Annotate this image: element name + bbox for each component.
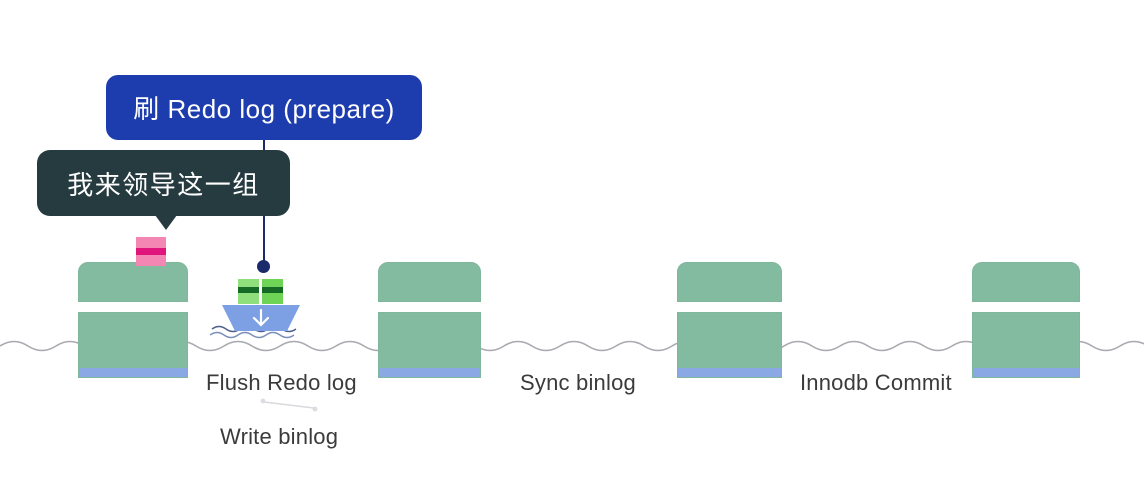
pink-flag-marker-band: [136, 248, 166, 255]
callout-redo-prepare: 刷 Redo log (prepare): [106, 75, 422, 140]
stage-block-1-waterline: [79, 368, 187, 377]
stage-block-2: [378, 262, 481, 378]
pink-flag-marker-icon: [136, 237, 166, 266]
callout-leader-speech-tail: [155, 215, 177, 230]
anchor-icon: [252, 308, 270, 327]
leader-line-endpoint-dot: [257, 260, 270, 273]
water-wave-line: [0, 340, 1144, 352]
stage-label-flush-redo-log: Flush Redo log: [206, 370, 357, 395]
stage-block-2-top: [378, 262, 481, 302]
callout-redo-prepare-label: 刷 Redo log (prepare): [133, 94, 395, 124]
stage-block-4-bottom: [972, 312, 1080, 378]
stage-label-write-binlog: Write binlog: [220, 424, 339, 449]
stage-block-3: [677, 262, 782, 378]
stage-label-innodb-commit: Innodb Commit: [800, 370, 952, 395]
stage-block-4: [972, 262, 1080, 378]
stage-block-2-waterline: [379, 368, 480, 377]
stage-block-1-bottom: [78, 312, 188, 378]
callout-leader-speech: 我来领导这一组: [37, 150, 290, 216]
stage-block-3-bottom: [677, 312, 782, 378]
stage-block-3-waterline: [678, 368, 781, 377]
cargo-ship-icon: [222, 279, 300, 331]
stage-block-3-top: [677, 262, 782, 302]
callout-leader-speech-label: 我来领导这一组: [67, 169, 260, 200]
stage-block-1: [78, 262, 188, 378]
stage-block-2-bottom: [378, 312, 481, 378]
stage-block-4-top: [972, 262, 1080, 302]
stage-block-1-top: [78, 262, 188, 302]
stage-label-connector: [260, 398, 318, 412]
stage-label-sync-binlog: Sync binlog: [520, 370, 636, 395]
stage-block-4-waterline: [973, 368, 1079, 377]
